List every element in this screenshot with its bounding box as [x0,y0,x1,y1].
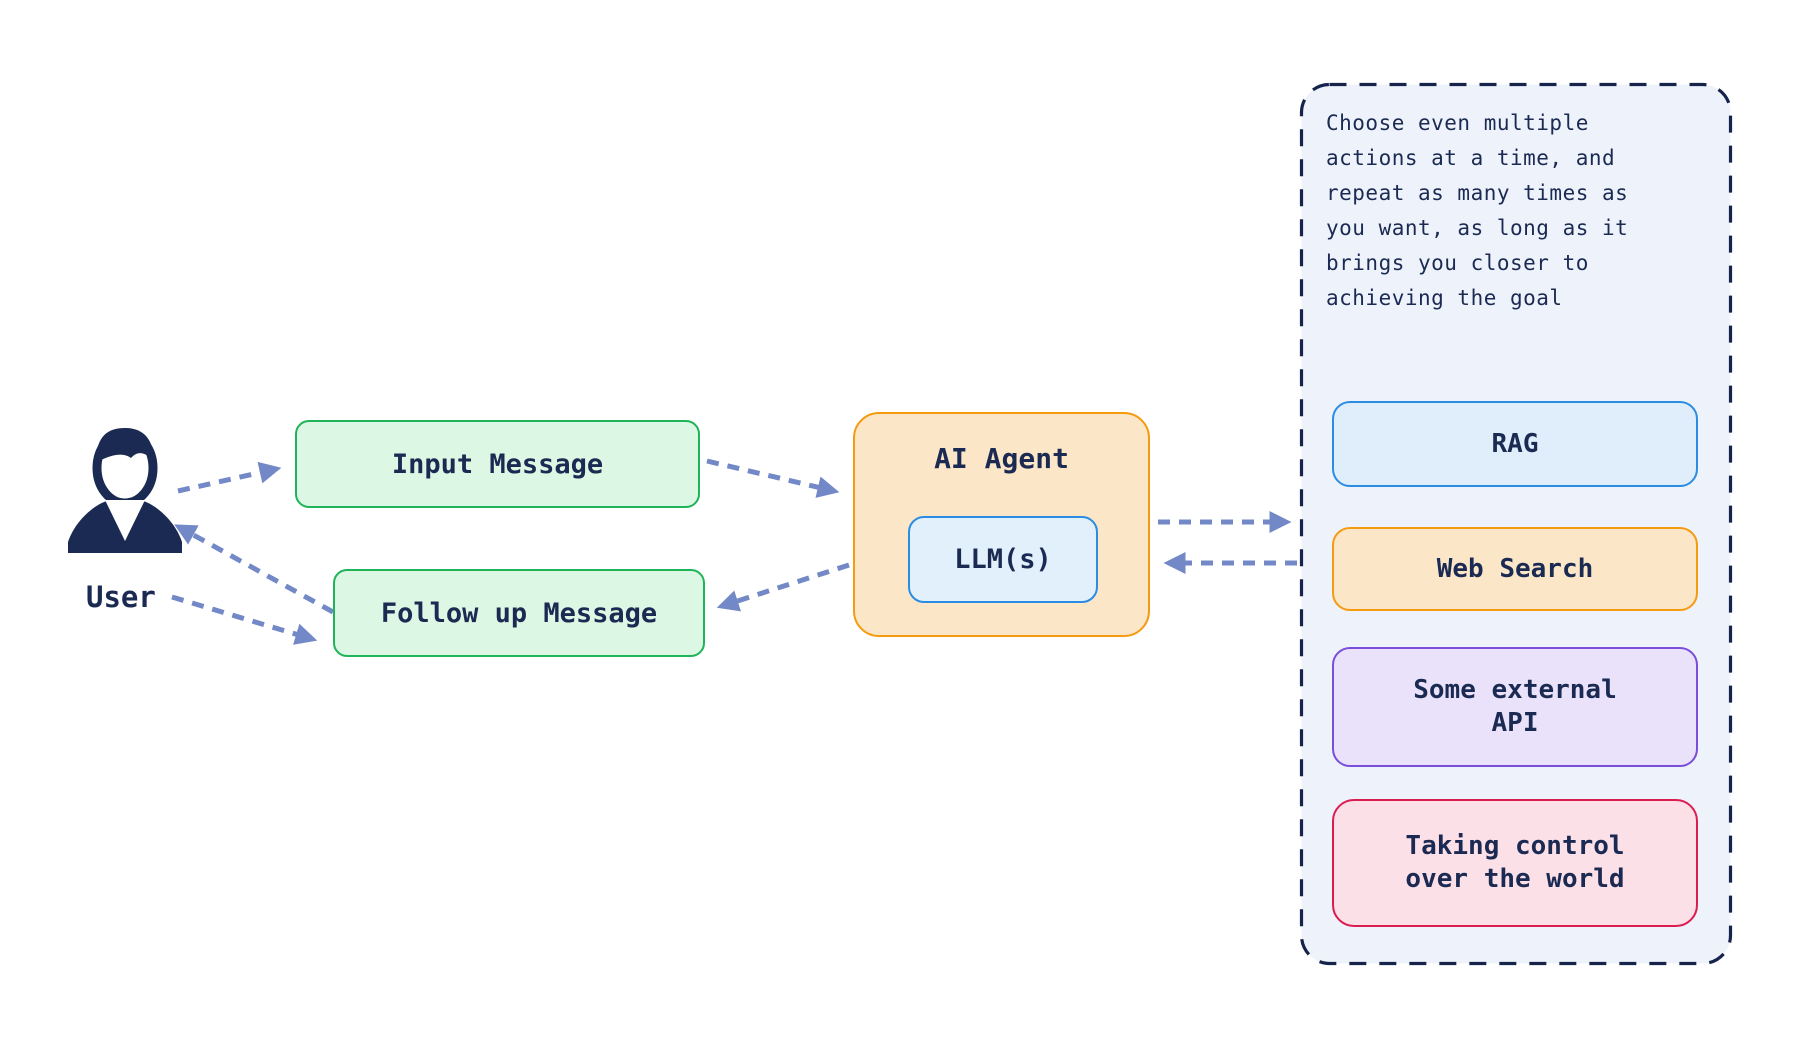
note-line: brings you closer to [1326,251,1589,275]
follow-up-message-box: Follow up Message [333,569,705,657]
arrow-user-to-input-message [177,461,282,494]
note-line: Choose even multiple [1326,111,1589,135]
note-line: repeat as many times as [1326,181,1629,205]
tools-panel-note: Choose even multiple actions at a time, … [1326,106,1628,316]
action-box-taking-control: Taking control over the world [1332,799,1698,927]
ai-agent-title: AI Agent [934,442,1069,475]
note-line: actions at a time, and [1326,146,1616,170]
action-box-web-search: Web Search [1332,527,1698,611]
action-box-rag: RAG [1332,401,1698,487]
user-icon [68,428,182,553]
input-message-box: Input Message [295,420,700,508]
note-line: achieving the goal [1326,286,1563,310]
user-label: User [86,580,156,614]
llm-box: LLM(s) [908,516,1098,603]
arrow-agent-to-follow-up-message [716,562,850,612]
arrow-input-message-to-agent [706,458,840,498]
action-box-external-api: Some external API [1332,647,1698,767]
note-line: you want, as long as it [1326,216,1629,240]
arrow-user-to-follow-up-message [171,594,318,645]
arrow-follow-up-message-to-user [174,524,335,615]
